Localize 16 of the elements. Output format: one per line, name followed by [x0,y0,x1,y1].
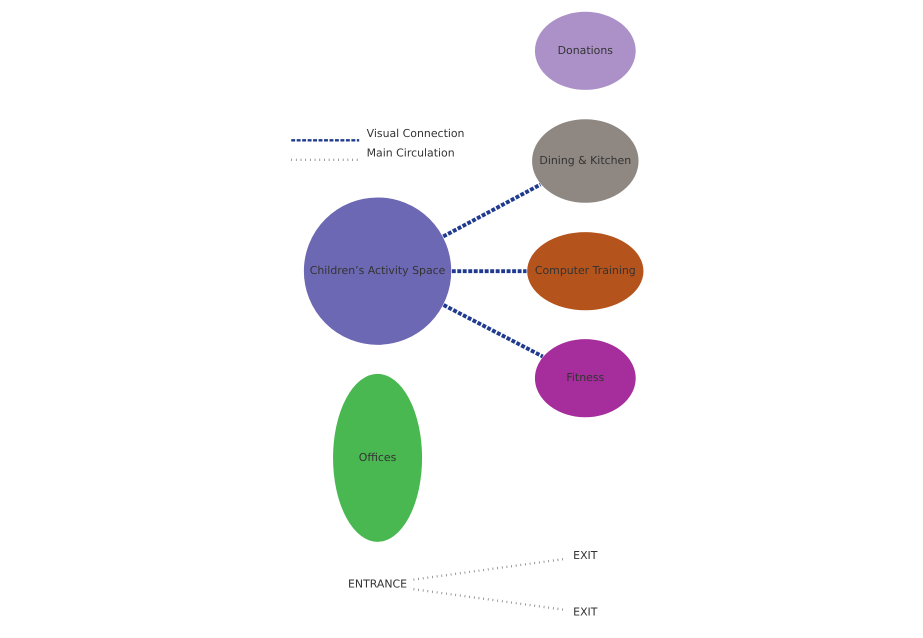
connector [442,182,542,238]
node-text: ENTRANCE [348,577,408,590]
node-text: EXIT [573,605,598,618]
connector [442,303,544,358]
node-ellipse: Dining & Kitchen [531,118,640,204]
legend-label: Visual Connection [366,126,465,140]
node-ellipse: Fitness [534,338,636,418]
node-circle: Children’s Activity Space [303,196,452,346]
connector [452,269,527,274]
legend-label: Main Circulation [366,146,455,160]
connector [413,588,564,611]
node-text: EXIT [573,549,598,562]
node-ellipse: Donations [534,11,636,91]
node-ellipse: Offices [332,373,423,543]
connector [413,558,564,581]
node-ellipse: Computer Training [526,231,644,311]
